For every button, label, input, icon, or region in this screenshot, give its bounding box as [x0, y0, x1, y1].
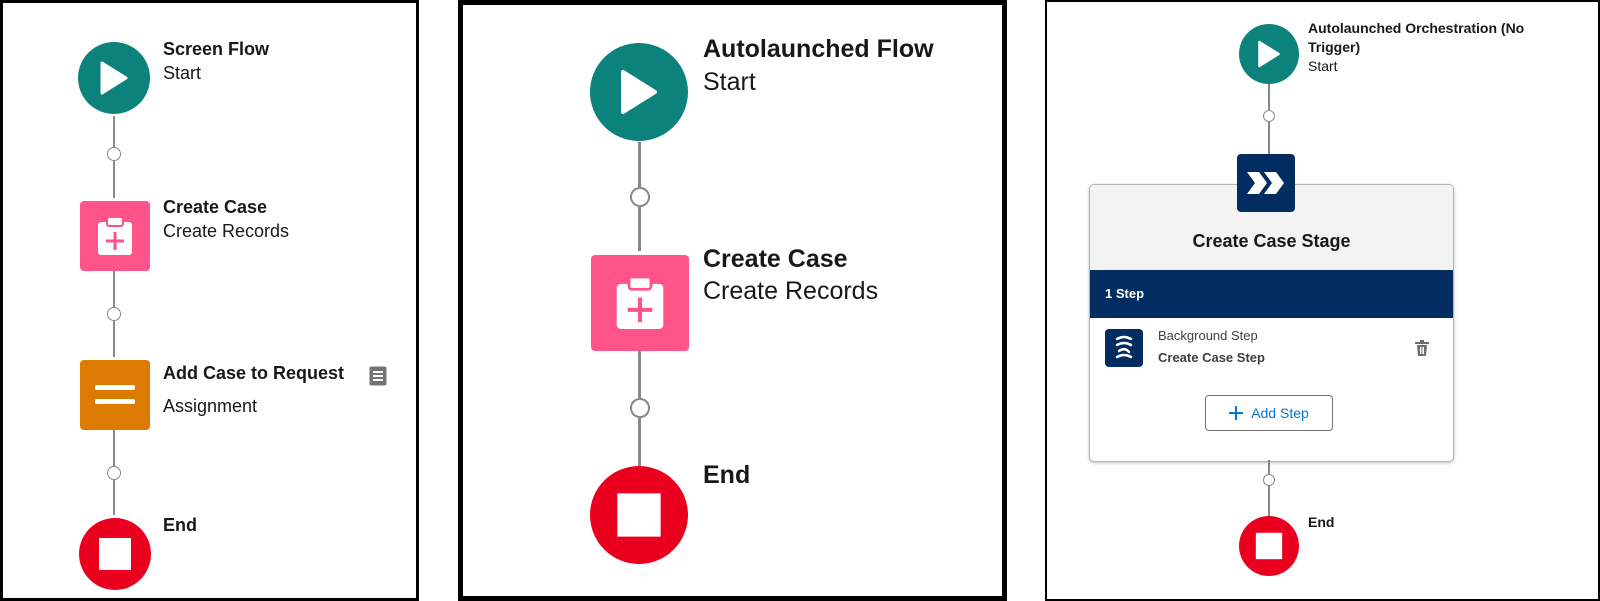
start-title: Screen Flow	[163, 39, 270, 59]
step-count-bar	[1090, 270, 1453, 318]
create-records-node[interactable]	[80, 201, 150, 271]
step-count: 1 Step	[1105, 286, 1145, 301]
stop-icon	[617, 493, 661, 537]
end-title: End	[1308, 514, 1335, 530]
connector-line	[638, 351, 641, 398]
orchestration-panel: Autolaunched Orchestration (No Trigger) …	[1045, 0, 1600, 601]
create-case-subtitle: Create Records	[163, 221, 290, 241]
start-node[interactable]	[590, 43, 688, 141]
stop-icon	[1255, 532, 1283, 560]
autolaunched-flow-panel: Autolaunched Flow Start Create Case Crea…	[458, 0, 1007, 601]
create-case-title: Create Case	[703, 245, 848, 273]
assignment-title: Add Case to Request	[163, 363, 345, 383]
connector-line	[1268, 486, 1270, 516]
connector-line	[113, 116, 115, 147]
connector-line	[113, 429, 115, 466]
start-title-line2: Trigger)	[1308, 39, 1361, 55]
connector-line	[638, 418, 641, 466]
connector-line	[113, 270, 115, 307]
connector-line	[113, 321, 115, 357]
assignment-node[interactable]	[80, 360, 150, 430]
connector-line	[113, 161, 115, 198]
connector-line	[638, 207, 641, 251]
step-type: Background Step	[1158, 328, 1258, 343]
end-node[interactable]	[590, 466, 688, 564]
add-element-connector[interactable]	[107, 466, 121, 480]
start-title: Autolaunched Flow	[703, 35, 934, 63]
add-element-connector[interactable]	[1263, 474, 1275, 486]
assignment-subtitle: Assignment	[163, 396, 258, 416]
connector-line	[638, 142, 641, 187]
start-node[interactable]	[1239, 24, 1299, 84]
end-title: End	[163, 515, 197, 535]
background-step-badge	[1105, 329, 1143, 367]
add-step-button[interactable]: Add Step	[1205, 395, 1333, 431]
add-step-label: Add Step	[1251, 405, 1309, 421]
step-name: Create Case Step	[1158, 350, 1265, 365]
flow-waves-icon	[1115, 335, 1133, 359]
plus-icon	[1229, 406, 1244, 420]
stage-icon-badge	[1237, 154, 1295, 212]
end-node[interactable]	[1239, 516, 1299, 576]
step-row[interactable]	[1090, 318, 1453, 386]
equals-icon	[95, 385, 135, 404]
start-title-line1: Autolaunched Orchestration (No	[1308, 20, 1525, 36]
stage-card[interactable]: Create Case Stage 1 Step Background Step…	[1089, 184, 1454, 462]
add-element-connector[interactable]	[107, 307, 121, 321]
play-icon	[621, 70, 657, 114]
clipboard-plus-icon	[616, 275, 664, 329]
connector-line	[113, 480, 115, 515]
document-icon[interactable]	[369, 366, 387, 386]
add-element-connector[interactable]	[1263, 110, 1275, 122]
create-case-subtitle: Create Records	[703, 277, 879, 305]
start-subtitle: Start	[163, 63, 202, 83]
start-node[interactable]	[78, 42, 150, 114]
start-subtitle: Start	[703, 68, 756, 96]
create-records-node[interactable]	[591, 255, 689, 351]
stop-icon	[99, 538, 131, 570]
screen-flow-panel: Screen Flow Start Create Case Create Rec…	[0, 0, 419, 601]
add-element-connector[interactable]	[630, 398, 650, 418]
end-title: End	[703, 461, 751, 489]
end-node[interactable]	[79, 518, 151, 590]
add-element-connector[interactable]	[630, 187, 650, 207]
connector-line	[1268, 84, 1270, 110]
stage-title: Create Case Stage	[1192, 231, 1351, 251]
play-icon	[1258, 40, 1280, 68]
connector-line	[1268, 460, 1270, 474]
create-case-title: Create Case	[163, 197, 268, 217]
start-subtitle: Start	[1308, 58, 1338, 74]
add-element-connector[interactable]	[107, 147, 121, 161]
clipboard-plus-icon	[98, 216, 132, 255]
play-icon	[100, 61, 128, 95]
double-chevron-icon	[1247, 172, 1284, 194]
connector-line	[1268, 122, 1270, 154]
trash-icon[interactable]	[1415, 340, 1429, 356]
